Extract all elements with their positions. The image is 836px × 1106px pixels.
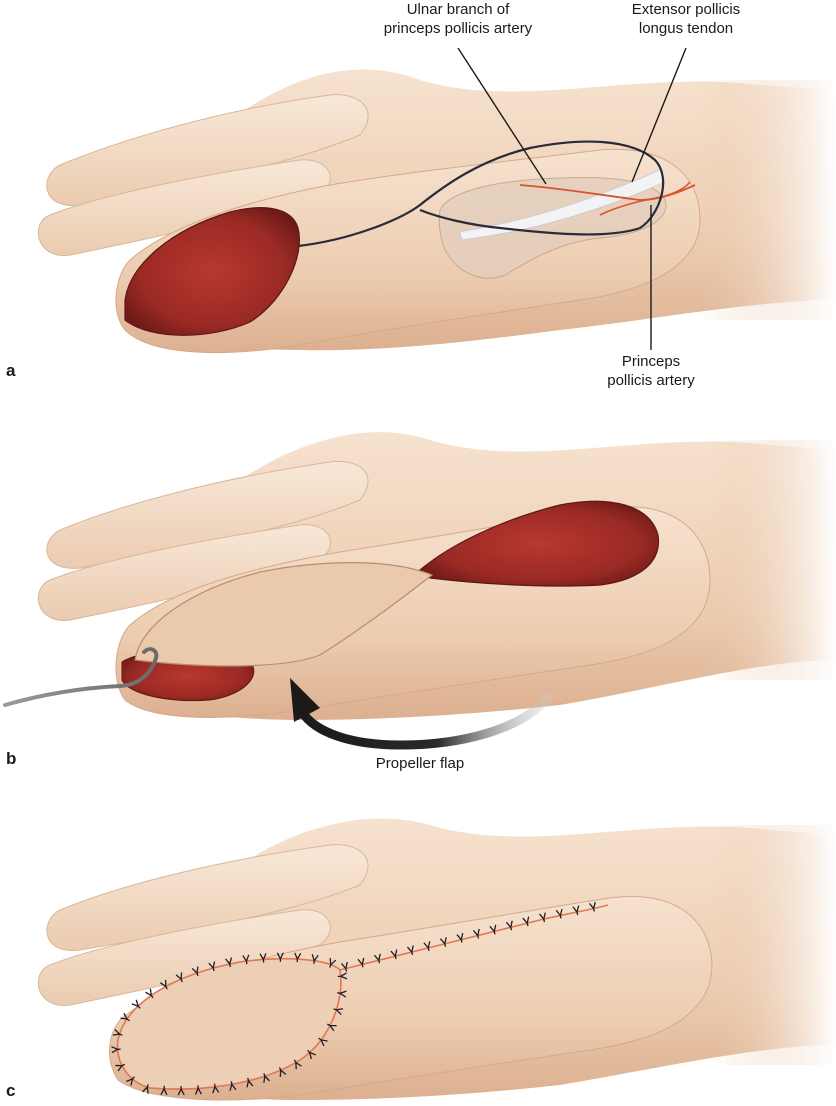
suture-stitch [472, 928, 480, 939]
index-finger [46, 94, 369, 206]
suture-stitch [246, 1077, 254, 1088]
suture-stitch [357, 957, 365, 968]
suture-stitch [340, 961, 348, 972]
sutures [111, 901, 596, 1096]
princeps-pollicis-artery [599, 181, 691, 216]
suture-stitch [307, 1049, 317, 1060]
suture-stitch [112, 1028, 123, 1036]
label-princeps-artery: Princeps pollicis artery [574, 352, 728, 390]
suture-stitch [572, 905, 580, 916]
suture-stitch [311, 954, 319, 964]
leader-ulnar-branch [457, 47, 547, 185]
suture-stitch [212, 1083, 220, 1094]
fingertip-defect [124, 207, 300, 336]
leader-epl-tendon [631, 47, 687, 183]
label-propeller-flap: Propeller flap [375, 755, 465, 772]
suture-stitch [242, 954, 250, 965]
suture-stitch [131, 999, 141, 1009]
middle-finger [37, 909, 331, 1006]
rotation-arrow [297, 693, 553, 750]
suture-stitch [373, 953, 381, 964]
label-princeps-artery-line1: Princeps [621, 353, 681, 370]
suture-stitch [194, 1085, 203, 1095]
panel-letter-b: b [6, 749, 17, 768]
label-epl-tendon-line1: Extensor pollicis [631, 1, 741, 18]
suture-stitch [120, 1012, 130, 1022]
label-ulnar-branch-line1: Ulnar branch of [406, 1, 510, 18]
suture-stitch [160, 1085, 168, 1096]
suture-stitch [159, 979, 168, 990]
label-ulnar-branch-line2: princeps pollicis artery [383, 20, 533, 37]
panel-letter-c: c [6, 1081, 16, 1100]
suture-line-donor [339, 904, 609, 971]
suture-stitch [263, 1073, 270, 1083]
suture-stitch [538, 912, 546, 923]
suture-stitch [390, 949, 398, 960]
suture-stitch [175, 972, 183, 983]
suture-stitch [294, 952, 302, 963]
suture-stitch [229, 1081, 237, 1091]
label-epl-tendon: Extensor pollicis longus tendon [608, 0, 764, 38]
suture-stitch [278, 1067, 287, 1077]
panel-b [3, 432, 836, 750]
suture-stitch [177, 1086, 185, 1096]
skin-hook [3, 647, 159, 707]
suture-stitch [423, 941, 431, 951]
suture-stitch [293, 1059, 302, 1070]
suture-stitch [259, 953, 267, 963]
suture-stitch [456, 932, 464, 943]
suture-stitch [318, 1037, 328, 1047]
suture-stitch [329, 958, 337, 968]
suture-stitch [276, 952, 284, 962]
suture-stitch [126, 1076, 135, 1086]
suture-stitch [489, 924, 497, 935]
suture-stitch [327, 1023, 337, 1032]
suture-stitch [555, 908, 563, 919]
suture-stitch [588, 901, 596, 912]
ulnar-branch-artery [519, 184, 696, 201]
epl-tendon [459, 169, 666, 241]
rotation-arrowhead [290, 678, 320, 722]
label-epl-tendon-line2: longus tendon [638, 20, 734, 37]
suture-stitch [142, 1084, 149, 1094]
suture-stitch [406, 945, 414, 956]
suture-stitch [145, 988, 154, 999]
index-finger [46, 844, 369, 951]
panel-letter-a: a [6, 361, 16, 380]
suture-stitch [522, 916, 530, 927]
suture-stitch [111, 1046, 121, 1054]
suture-stitch [208, 961, 216, 972]
label-ulnar-branch: Ulnar branch of princeps pollicis artery [360, 0, 556, 38]
suture-stitch [333, 1008, 344, 1015]
donor-site-defect [419, 500, 660, 587]
suture-stitch [115, 1063, 126, 1072]
panel-a [37, 47, 836, 354]
propeller-flap [134, 562, 434, 667]
suture-stitch [439, 937, 447, 947]
suture-stitch [337, 972, 348, 980]
suture-stitch [225, 957, 233, 968]
suture-stitch [337, 990, 347, 998]
panel-c [37, 818, 836, 1101]
suture-stitch [505, 920, 513, 931]
label-princeps-artery-line2: pollicis artery [607, 372, 695, 389]
index-finger [46, 460, 369, 569]
suture-stitch [191, 966, 199, 977]
incision-outline [297, 140, 665, 248]
